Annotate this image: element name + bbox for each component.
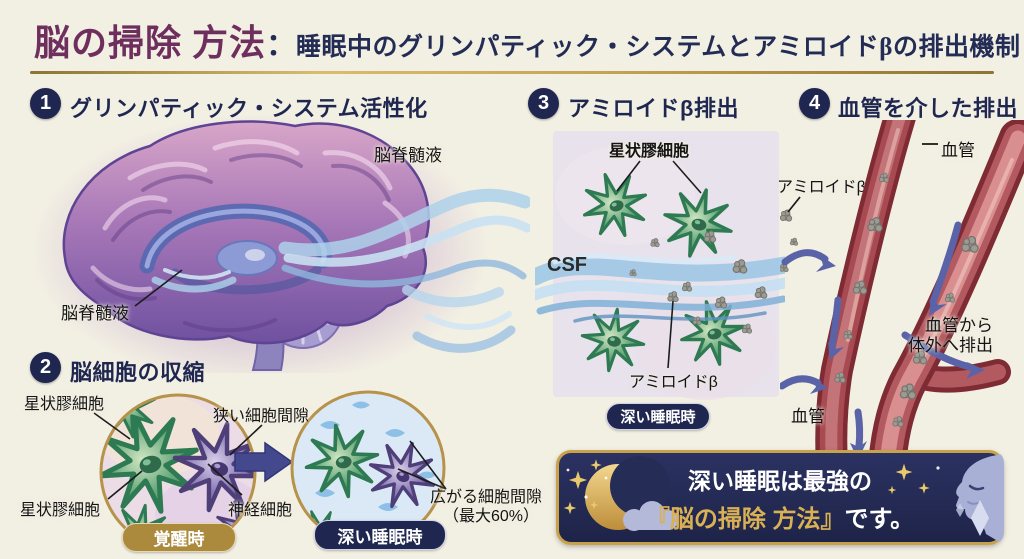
section4-number-badge: 4 bbox=[799, 88, 830, 119]
astrocyte-label-s3: 星状膠細胞 bbox=[609, 143, 690, 160]
section2-title: 脳細胞の収縮 bbox=[70, 360, 206, 385]
cell-shrink-illustration bbox=[93, 390, 447, 551]
section2-number-badge: 2 bbox=[30, 352, 61, 383]
blood-vessel-illustration bbox=[780, 120, 1024, 460]
vessel-label-bottom: 血管 bbox=[791, 407, 825, 426]
footer-decorations bbox=[563, 454, 1004, 545]
brain-illustration bbox=[35, 114, 530, 373]
page-title: 脳の掃除 方法：睡眠中のグリンパティック・システムとアミロイドβの排出機制 bbox=[34, 14, 1020, 66]
amyloid-clearance-illustration bbox=[535, 131, 785, 400]
amyloid-label-bottom: アミロイドβ bbox=[629, 374, 718, 391]
narrow-gap-label: 狭い細胞間隙 bbox=[213, 408, 310, 425]
page-title-subtitle: 睡眠中のグリンパティック・システムとアミロイドβの排出機制 bbox=[296, 34, 1021, 61]
section4-title: 血管を介した排出 bbox=[838, 96, 1019, 121]
vessel-label-top: 血管 bbox=[941, 141, 975, 160]
csf-label-top: 脳脊髄液 bbox=[374, 146, 442, 165]
deep-sleep-badge-s2: 深い睡眠時 bbox=[314, 520, 446, 550]
page-title-colon: ： bbox=[266, 29, 297, 62]
deep-sleep-badge-s3: 深い睡眠時 bbox=[606, 403, 710, 430]
title-divider bbox=[30, 71, 994, 74]
section3-number-badge: 3 bbox=[528, 88, 559, 119]
footer-line2-rest: です。 bbox=[844, 506, 915, 533]
astrocyte-label-top: 星状膠細胞 bbox=[24, 396, 105, 413]
wide-gap-label-line2: （最大60%） bbox=[443, 508, 540, 525]
amyloid-label-right: アミロイドβ bbox=[777, 179, 866, 196]
footer-message: 深い睡眠は最強の 『脳の掃除 方法』です。 bbox=[646, 460, 914, 536]
section3-title: アミロイドβ排出 bbox=[568, 96, 739, 121]
csf-label-left: 脳脊髄液 bbox=[61, 304, 129, 323]
footer-line2: 『脳の掃除 方法』です。 bbox=[646, 499, 914, 534]
excrete-label-line2: 体外へ排出 bbox=[908, 336, 993, 355]
awake-badge: 覚醒時 bbox=[122, 523, 236, 552]
sleeping-face bbox=[956, 454, 1004, 545]
excrete-label-line1: 血管から bbox=[925, 316, 993, 335]
footer-line1: 深い睡眠は最強の bbox=[688, 468, 872, 494]
section1-number-badge: 1 bbox=[30, 88, 61, 119]
page-title-highlight: 脳の掃除 方法 bbox=[34, 23, 267, 63]
astrocyte-label-bottom: 星状膠細胞 bbox=[20, 502, 101, 519]
neuron-label: 神経細胞 bbox=[228, 502, 293, 519]
footer-line2-highlight: 『脳の掃除 方法』 bbox=[645, 506, 845, 533]
csf-acronym-label: CSF bbox=[547, 254, 587, 276]
wide-gap-label-line1: 広がる細胞間隙 bbox=[430, 489, 543, 506]
